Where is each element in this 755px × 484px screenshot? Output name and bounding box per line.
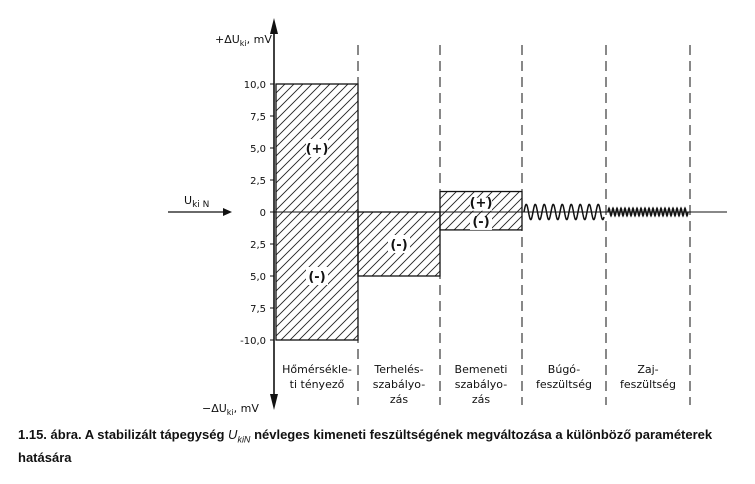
category-label: Zaj-: [637, 363, 658, 376]
figure-caption: 1.15. ábra. A stabilizált tápegység UkiN…: [18, 426, 743, 466]
category-label: Hőmérsékle-: [282, 363, 352, 376]
category-label: Búgó-: [548, 363, 580, 376]
sign-label-bg: [388, 235, 410, 253]
sign-label-upper: (+): [470, 196, 493, 211]
y-tick-label: 7,5: [250, 304, 266, 315]
y-tick-label: 10,0: [244, 80, 266, 91]
nominal-voltage-marker: Uki N: [168, 194, 232, 216]
category-label: Terhelés-: [373, 363, 423, 376]
arrow-right-icon: [223, 208, 232, 216]
y-tick-label: 2,5: [250, 176, 266, 187]
y-tick-label: 0: [260, 208, 266, 219]
caption-text-before: A stabilizált tápegység: [84, 427, 225, 442]
sign-label-lower: (-): [472, 215, 489, 230]
y-tick-label: 5,0: [250, 272, 266, 283]
sign-label-upper: (+): [306, 142, 329, 157]
caption-symbol: UkiN: [228, 427, 251, 445]
category-label: feszültség: [536, 378, 592, 391]
category-label: zás: [472, 393, 491, 406]
y-axis-label-bottom: −ΔUki, mV: [202, 402, 259, 417]
category-label: Bemeneti: [455, 363, 508, 376]
y-tick-label: 5,0: [250, 144, 266, 155]
sign-labels: (+) (-) (-) (+) (-): [306, 139, 493, 285]
category-labels: Hőmérsékle-ti tényező Terhelés-szabályo-z…: [282, 363, 676, 406]
y-tick-label: 7,5: [250, 112, 266, 123]
nominal-voltage-label: Uki N: [184, 194, 209, 210]
arrow-down-icon: [270, 394, 278, 410]
ripple-wave: [523, 203, 605, 221]
category-label: ti tényező: [290, 378, 345, 391]
category-label: zás: [390, 393, 409, 406]
sign-label-bg: [470, 216, 492, 230]
category-label: szabályo-: [373, 378, 425, 391]
y-ticks: 10,0 7,5 5,0 2,5 0 2,5 5,0 7,5 -10,0: [240, 80, 274, 347]
diagram: 10,0 7,5 5,0 2,5 0 2,5 5,0 7,5 -10,0 +ΔUki, mV −…: [168, 18, 727, 417]
y-tick-label: 2,5: [250, 240, 266, 251]
sign-label-lower: (-): [308, 270, 325, 285]
caption-text-after: névleges kimeneti feszültségének megvált…: [18, 427, 713, 465]
y-axis-label-top: +ΔUki, mV: [215, 33, 272, 48]
sign-label-bg: [306, 139, 328, 157]
sign-label-bg: [470, 197, 492, 211]
category-label: szabályo-: [455, 378, 507, 391]
category-label: feszültség: [620, 378, 676, 391]
sign-label-bg: [306, 267, 328, 285]
sign-label-lower: (-): [390, 238, 407, 253]
column-dividers: [357, 45, 691, 405]
arrow-up-icon: [270, 18, 278, 34]
caption-number: 1.15. ábra.: [18, 427, 82, 442]
y-tick-label: -10,0: [240, 336, 266, 347]
